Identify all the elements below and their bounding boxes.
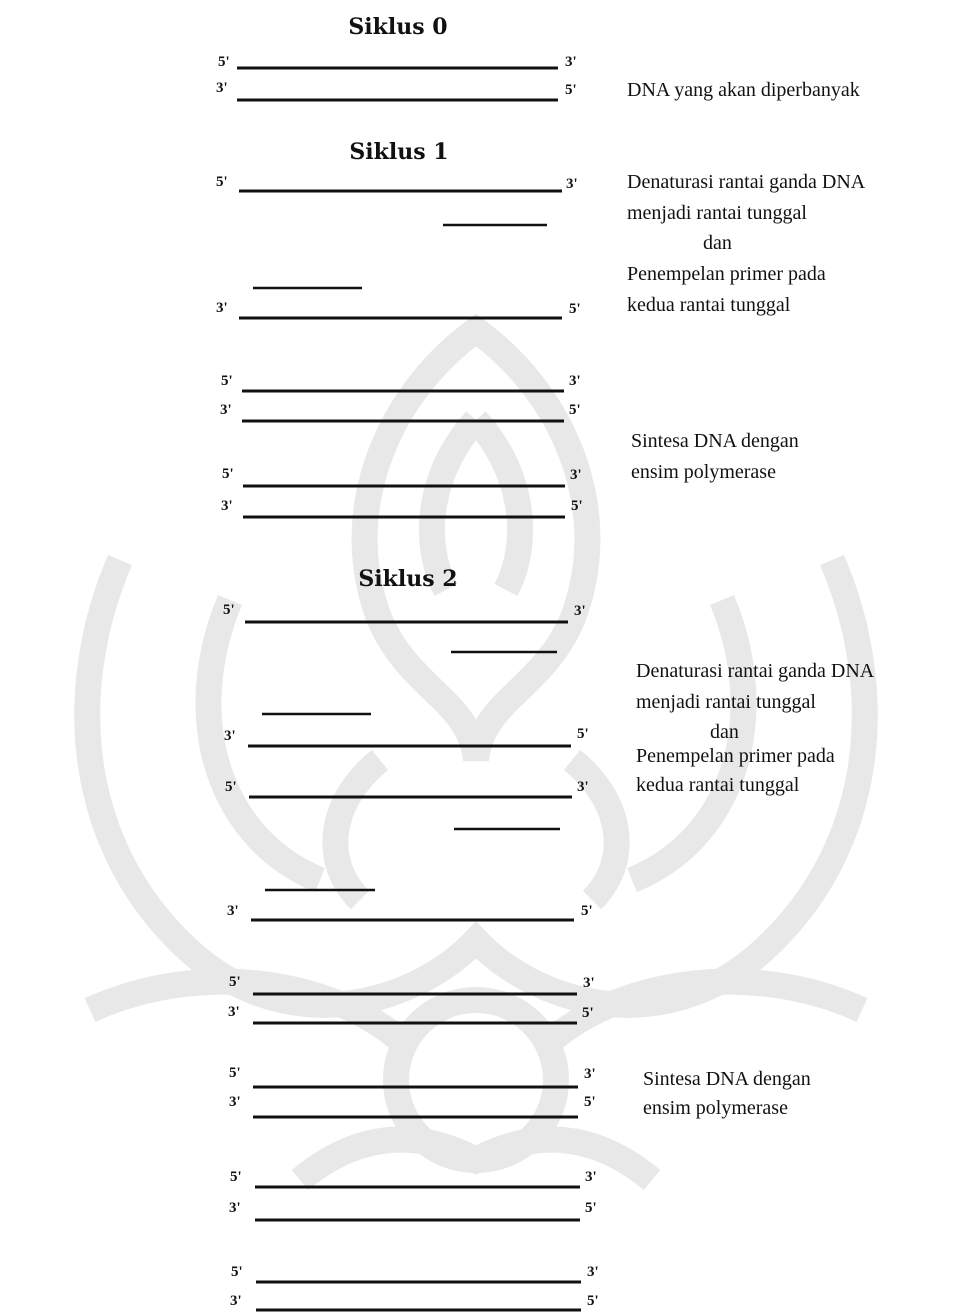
strand-end-label: 3'	[574, 603, 586, 619]
strand-end-label: 3'	[228, 1004, 240, 1020]
strand-end-label: 3'	[585, 1169, 597, 1185]
description-line: kedua rantai tunggal	[636, 774, 800, 796]
strand-end-label: 5'	[231, 1264, 243, 1280]
strand-end-label: 3'	[216, 80, 228, 96]
strand-end-label: 5'	[223, 602, 235, 618]
strand-end-label: 3'	[230, 1293, 242, 1309]
strand-end-label: 5'	[587, 1293, 599, 1309]
strand-end-label: 5'	[229, 974, 241, 990]
strand-end-label: 5'	[569, 402, 581, 418]
strand-end-label: 5'	[569, 301, 581, 317]
description-line: menjadi rantai tunggal	[627, 202, 807, 224]
strand-end-label: 3'	[577, 779, 589, 795]
cycle-0-dna: 5' 3' 3' 5'	[216, 54, 577, 100]
cycle-2-title: Siklus 2	[358, 566, 457, 592]
strand-end-label: 3'	[583, 975, 595, 991]
cycle-1-denaturation: 5' 3' 3' 5'	[216, 174, 581, 318]
description-line: ensim polymerase	[643, 1097, 788, 1119]
strand-end-label: 5'	[221, 373, 233, 389]
strand-end-label: 3'	[569, 373, 581, 389]
description-line: ensim polymerase	[631, 461, 776, 483]
description-line: DNA yang akan diperbanyak	[627, 79, 860, 101]
strand-end-label: 3'	[229, 1200, 241, 1216]
description-line: Sintesa DNA dengan	[643, 1068, 811, 1090]
cycle-1-synthesis-description: Sintesa DNA dengan ensim polymerase	[631, 430, 804, 483]
strand-end-label: 5'	[216, 174, 228, 190]
strand-end-label: 3'	[224, 728, 236, 744]
description-line: Denaturasi rantai ganda DNA	[627, 171, 866, 193]
strand-end-label: 5'	[222, 466, 234, 482]
description-line: Penempelan primer pada	[636, 745, 835, 767]
cycle-0-description: DNA yang akan diperbanyak	[627, 79, 860, 101]
cycle-1-title: Siklus 1	[349, 139, 448, 165]
strand-end-label: 5'	[565, 82, 577, 98]
cycle-2-synthesis-description: Sintesa DNA dengan ensim polymerase	[643, 1068, 816, 1119]
strand-end-label: 5'	[229, 1065, 241, 1081]
strand-end-label: 5'	[225, 779, 237, 795]
strand-end-label: 3'	[227, 903, 239, 919]
strand-end-label: 5'	[582, 1005, 594, 1021]
description-line: kedua rantai tunggal	[627, 294, 791, 316]
strand-end-label: 3'	[570, 467, 582, 483]
cycle-2-denaturation-description: Denaturasi rantai ganda DNA menjadi rant…	[636, 660, 878, 796]
description-line: Denaturasi rantai ganda DNA	[636, 660, 875, 682]
strand-end-label: 3'	[584, 1066, 596, 1082]
strand-end-label: 5'	[577, 726, 589, 742]
description-line: dan	[703, 232, 732, 254]
description-line: Sintesa DNA dengan	[631, 430, 799, 452]
strand-end-label: 5'	[230, 1169, 242, 1185]
strand-end-label: 3'	[221, 498, 233, 514]
strand-end-label: 5'	[571, 498, 583, 514]
strand-end-label: 3'	[216, 300, 228, 316]
strand-end-label: 5'	[581, 903, 593, 919]
strand-end-label: 5'	[218, 54, 230, 70]
cycle-1-denaturation-description: Denaturasi rantai ganda DNA menjadi rant…	[627, 171, 869, 316]
cycle-0-title: Siklus 0	[348, 14, 447, 40]
strand-end-label: 5'	[584, 1094, 596, 1110]
strand-end-label: 3'	[565, 54, 577, 70]
strand-end-label: 3'	[587, 1264, 599, 1280]
description-line: menjadi rantai tunggal	[636, 691, 816, 713]
strand-end-label: 5'	[585, 1200, 597, 1216]
description-line: dan	[710, 721, 739, 743]
strand-end-label: 3'	[220, 402, 232, 418]
strand-end-label: 3'	[566, 176, 578, 192]
strand-end-label: 3'	[229, 1094, 241, 1110]
description-line: Penempelan primer pada	[627, 263, 826, 285]
